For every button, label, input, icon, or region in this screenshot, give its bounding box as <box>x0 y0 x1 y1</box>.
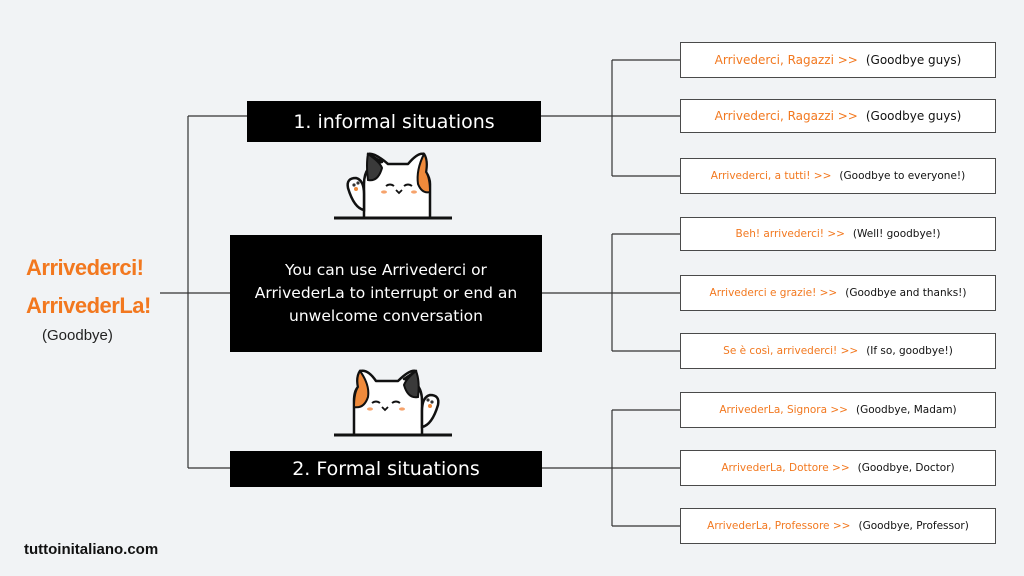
category-informal-label: 1. informal situations <box>293 110 495 133</box>
waving-cat-icon <box>334 369 452 437</box>
leaf-formal-3: ArrivederLa, Professore >> (Goodbye, Pro… <box>680 508 996 544</box>
leaf-english: (If so, goodbye!) <box>866 345 953 357</box>
site-credit: tuttoinitaliano.com <box>24 541 159 558</box>
headword-arrivederci: Arrivederci! <box>26 255 144 280</box>
leaf-italian: ArrivederLa, Dottore >> <box>721 462 850 474</box>
category-formal: 2. Formal situations <box>230 451 542 487</box>
leaf-formal-2: ArrivederLa, Dottore >> (Goodbye, Doctor… <box>680 450 996 486</box>
leaf-italian: ArrivederLa, Professore >> <box>707 520 851 532</box>
leaf-italian: Beh! arrivederci! >> <box>735 228 845 240</box>
leaf-italian: Arrivederci, Ragazzi >> <box>714 53 858 67</box>
leaf-english: (Goodbye guys) <box>865 53 962 67</box>
leaf-english: (Goodbye and thanks!) <box>845 287 967 299</box>
leaf-italian: Arrivederci e grazie! >> <box>709 287 838 299</box>
leaf-italian: Se è così, arrivederci! >> <box>723 345 859 357</box>
leaf-english: (Goodbye, Professor) <box>858 520 969 532</box>
leaf-interrupt-1: Beh! arrivederci! >> (Well! goodbye!) <box>680 217 996 251</box>
leaf-informal-3: Arrivederci, a tutti! >> (Goodbye to eve… <box>680 158 996 194</box>
headword-gloss: (Goodbye) <box>42 327 113 344</box>
leaf-italian: Arrivederci, a tutti! >> <box>710 170 832 182</box>
category-formal-label: 2. Formal situations <box>292 458 480 480</box>
leaf-english: (Goodbye, Doctor) <box>857 462 955 474</box>
leaf-english: (Well! goodbye!) <box>852 228 941 240</box>
leaf-italian: ArrivederLa, Signora >> <box>719 404 848 416</box>
category-interrupt: You can use Arrivederci or ArrivederLa t… <box>230 235 542 352</box>
leaf-interrupt-3: Se è così, arrivederci! >> (If so, goodb… <box>680 333 996 369</box>
leaf-informal-1: Arrivederci, Ragazzi >> (Goodbye guys) <box>680 42 996 78</box>
waving-cat-icon <box>334 152 452 220</box>
leaf-english: (Goodbye to everyone!) <box>839 170 966 182</box>
headword-arrivederla: ArrivederLa! <box>26 293 151 318</box>
leaf-interrupt-2: Arrivederci e grazie! >> (Goodbye and th… <box>680 275 996 311</box>
leaf-italian: Arrivederci, Ragazzi >> <box>714 109 858 123</box>
category-informal: 1. informal situations <box>247 101 541 142</box>
category-interrupt-label: You can use Arrivederci or ArrivederLa t… <box>254 260 518 326</box>
leaf-english: (Goodbye, Madam) <box>855 404 957 416</box>
leaf-english: (Goodbye guys) <box>865 109 962 123</box>
leaf-informal-2: Arrivederci, Ragazzi >> (Goodbye guys) <box>680 99 996 133</box>
leaf-formal-1: ArrivederLa, Signora >> (Goodbye, Madam) <box>680 392 996 428</box>
